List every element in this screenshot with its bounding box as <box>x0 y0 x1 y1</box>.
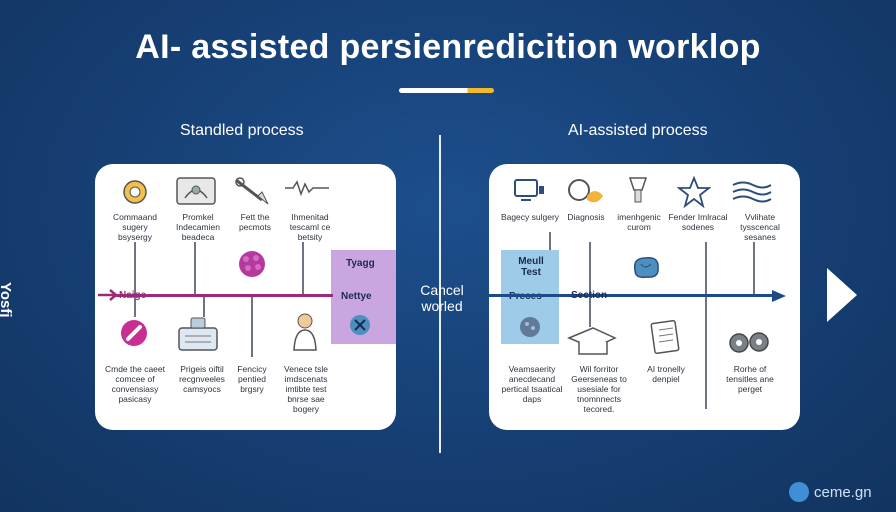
device-icon <box>178 317 218 351</box>
ai-line-tag: Section <box>571 290 608 301</box>
standard-timeline <box>113 294 333 297</box>
standard-box-title: Tyagg <box>346 258 375 269</box>
connector <box>753 242 755 296</box>
connector <box>134 297 136 317</box>
brand-logo: ceme.gn <box>789 482 872 502</box>
ai-top-label-1: Bagecy sulgery <box>500 212 560 222</box>
scalpel-icon <box>235 177 269 205</box>
document-icon <box>650 320 680 355</box>
ai-process-panel: Bagecy sulgery Diagnosis imenhgenic curo… <box>489 164 800 430</box>
logo-icon <box>789 482 809 502</box>
standard-process-panel: Commaand sugery bsysergy Promkel Indecam… <box>95 164 396 430</box>
ai-top-label-4: Fender Imlracal sodenes <box>668 212 728 232</box>
ai-bottom-label-1: Veamsaerity anecdecand pertical tsaatica… <box>501 364 563 404</box>
title-underline <box>399 88 494 93</box>
connector <box>251 297 253 357</box>
connector <box>194 242 196 294</box>
standard-bottom-label-4: Venece tsle imdscenats imtibte test bnrs… <box>284 364 328 414</box>
standard-top-label-2: Promkel Indecamien beadeca <box>176 212 220 242</box>
standard-top-label-4: Ihmenitad tescaml ce betsity <box>289 212 331 242</box>
standard-box-sub: Nettye <box>341 291 372 302</box>
badge-icon <box>123 180 147 204</box>
side-label: Yosfj <box>0 282 14 318</box>
next-arrow-icon[interactable] <box>827 268 857 322</box>
connector <box>549 232 551 252</box>
ai-top-label-5: Vvlihate tysscencal sesanes <box>740 212 780 242</box>
connector <box>302 242 304 294</box>
connector <box>705 242 707 296</box>
ai-timeline-entry <box>488 294 508 297</box>
close-icon <box>350 315 370 335</box>
standard-bottom-label-1: Cmde the caeet comcee of convensiasy pas… <box>104 364 165 404</box>
standard-bottom-label-3: Fencicy pentied brgsry <box>237 364 267 394</box>
ai-box-title: Meull Test <box>518 256 544 278</box>
page-title: AI- assisted persienredicition worklop <box>135 28 761 66</box>
connector <box>705 297 707 409</box>
ai-timeline <box>489 294 779 297</box>
connector <box>589 242 591 296</box>
standard-top-label-3: Fett the pecmots <box>238 212 272 232</box>
center-label: Cancel worled <box>420 282 464 314</box>
magnifier-icon <box>568 179 603 203</box>
ai-process-heading: AI-assisted process <box>568 122 708 139</box>
lamp-icon <box>628 177 648 203</box>
ai-bottom-label-2: Wil forritor Geerseneas to usesiale for … <box>571 364 627 414</box>
scan-icon <box>176 177 216 205</box>
connector <box>203 297 205 317</box>
connector <box>589 297 591 327</box>
monitor-icon <box>514 179 544 201</box>
standard-bottom-label-2: Prigeis oiftil recgnveeles camsyocs <box>179 364 225 394</box>
star-icon <box>677 176 711 208</box>
graduation-cap-icon <box>567 327 617 355</box>
standard-process-heading: Standled process <box>180 122 304 139</box>
standard-line-tag: Naige <box>119 290 147 301</box>
ai-bottom-label-4: Rorhe of tensitles ane perget <box>726 364 774 394</box>
ai-top-label-3: imenhgenic curom <box>617 212 661 232</box>
standard-top-label-1: Commaand sugery bsysergy <box>113 212 157 242</box>
logo-text: ceme.gn <box>814 483 872 501</box>
waveform-icon <box>285 180 329 196</box>
wave-lines-icon <box>732 181 772 203</box>
doctor-icon <box>293 313 317 351</box>
pill-icon <box>121 320 147 346</box>
ai-top-label-2: Diagnosis <box>567 212 605 222</box>
center-divider <box>439 135 441 453</box>
virus-icon <box>239 251 265 277</box>
gears-icon <box>729 332 769 353</box>
standard-arrow-icon <box>98 289 118 301</box>
connector <box>134 242 136 294</box>
ai-bottom-label-3: AI tronelly denpiel <box>647 364 685 384</box>
sphere-icon <box>520 317 540 337</box>
ai-arrow-icon <box>772 290 786 302</box>
brain-icon <box>633 256 659 279</box>
